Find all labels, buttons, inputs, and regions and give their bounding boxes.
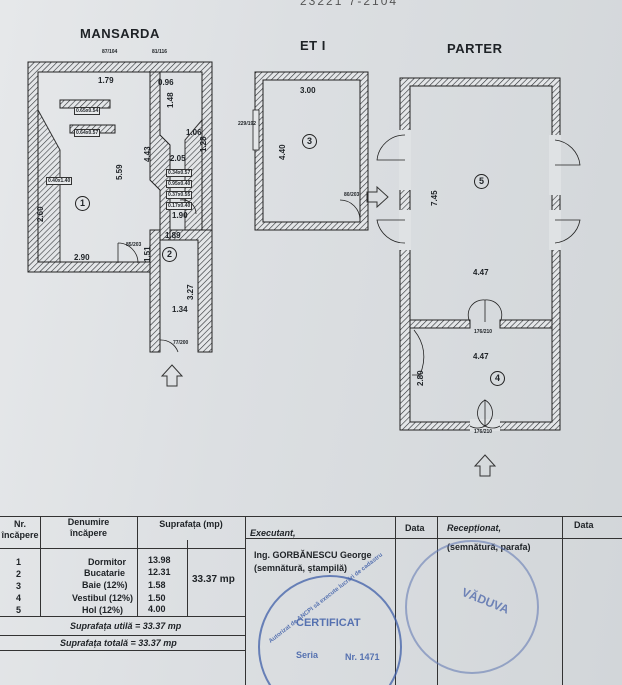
row-name: Baie (12%) xyxy=(82,580,128,590)
header-data2: Data xyxy=(574,520,594,530)
dim-label: 1.34 xyxy=(172,305,188,314)
dim-label: 2.05 xyxy=(170,154,186,163)
row-area: 1.58 xyxy=(148,580,166,590)
dim-label: 2.80 xyxy=(416,370,425,386)
dim-label: 1.79 xyxy=(98,76,114,85)
dim-label: 1.89 xyxy=(165,231,181,240)
dim-label: 4.43 xyxy=(143,146,152,162)
dim-label: 4.47 xyxy=(473,352,489,361)
window-label: 0.95x0.40 xyxy=(166,180,193,188)
dim-label: 1.06 xyxy=(186,128,202,137)
sheet-header-text: 23221 7-2104 xyxy=(300,0,399,8)
header-receptionat: Recepționat, xyxy=(447,523,502,533)
executant-sign: (semnătură, ștampilă) xyxy=(254,563,348,573)
room-number: 3 xyxy=(302,134,317,149)
parter-walls xyxy=(399,77,561,431)
row-area: 4.00 xyxy=(148,604,166,614)
room-number: 5 xyxy=(474,174,489,189)
door-label: 176/210 xyxy=(474,429,493,435)
floor-plans-drawing xyxy=(27,61,581,477)
dim-label: 1.51 xyxy=(143,246,152,262)
row-nr: 3 xyxy=(16,581,22,591)
row-nr: 4 xyxy=(16,593,22,603)
row-name: Dormitor xyxy=(88,557,126,567)
stamp-text: Seria xyxy=(296,650,319,660)
dim-label: 2.90 xyxy=(74,253,90,262)
door-label: 87/104 xyxy=(102,49,118,55)
dim-label: 1.90 xyxy=(172,211,188,220)
dim-label: 4.40 xyxy=(278,144,287,160)
header-data: Data xyxy=(405,523,425,533)
door-label: 176/210 xyxy=(474,329,493,335)
door-label: 77/200 xyxy=(173,340,189,346)
dim-label: 4.47 xyxy=(473,268,489,277)
stamp-text: CERTIFICAT xyxy=(296,617,361,629)
window-label: 0.40x1.40 xyxy=(46,177,73,185)
door-label: 81/116 xyxy=(152,49,168,55)
stamp-text: Nr. 1471 xyxy=(345,652,380,662)
dim-label: 5.59 xyxy=(115,164,124,180)
et1-walls xyxy=(254,71,369,231)
suprafata-totala: Suprafața totală = 33.37 mp xyxy=(60,638,177,648)
parter-door-arcs xyxy=(376,134,581,429)
window-label: 0.17x0.40 xyxy=(166,202,193,210)
dim-label: 1.48 xyxy=(166,92,175,108)
window-label: 0.34x0.57 xyxy=(166,169,193,177)
row-nr: 1 xyxy=(16,557,22,567)
total-area: 33.37 mp xyxy=(192,574,235,585)
window-label: 0.64x0.57 xyxy=(74,129,101,137)
dim-label: 3.00 xyxy=(300,86,316,95)
room-number: 2 xyxy=(162,247,177,262)
door-label: 85/203 xyxy=(126,242,142,248)
header-nr: Nr.încăpere xyxy=(1,519,39,540)
second-stamp xyxy=(405,540,539,674)
mansarda-title: MANSARDA xyxy=(80,26,160,41)
suprafata-utila: Suprafața utilă = 33.37 mp xyxy=(70,621,182,631)
row-area: 13.98 xyxy=(148,555,171,565)
row-area: 12.31 xyxy=(148,567,171,577)
row-area: 1.50 xyxy=(148,593,166,603)
window-label: 0.65x0.54 xyxy=(74,107,101,115)
room-number: 4 xyxy=(490,371,505,386)
dim-label: 2.60 xyxy=(36,206,45,222)
row-name: Hol (12%) xyxy=(82,605,124,615)
row-nr: 2 xyxy=(16,569,22,579)
window-label: 0.37x0.55 xyxy=(166,191,193,199)
header-executant: Executant, xyxy=(250,528,296,538)
dim-label: 1.28 xyxy=(199,136,208,152)
executant-name: Ing. GORBĂNESCU George xyxy=(254,550,372,560)
entrance-arrow-icon xyxy=(160,364,184,387)
row-nr: 5 xyxy=(16,605,22,615)
parter-title: PARTER xyxy=(447,41,503,56)
row-name: Vestibul (12%) xyxy=(72,593,134,603)
dim-label: 0.96 xyxy=(158,78,174,87)
dim-label: 7.45 xyxy=(430,190,439,206)
dim-label: 3.27 xyxy=(186,284,195,300)
et1-title: ET I xyxy=(300,38,326,53)
door-label: 229/192 xyxy=(238,121,257,127)
header-suprafata: Suprafața (mp) xyxy=(159,519,223,529)
row-name: Bucatarie xyxy=(84,568,126,578)
et1-arrow-icon xyxy=(366,185,389,209)
door-label: 80/203 xyxy=(344,192,360,198)
room-number: 1 xyxy=(75,196,90,211)
parter-arrow-icon xyxy=(473,454,497,477)
